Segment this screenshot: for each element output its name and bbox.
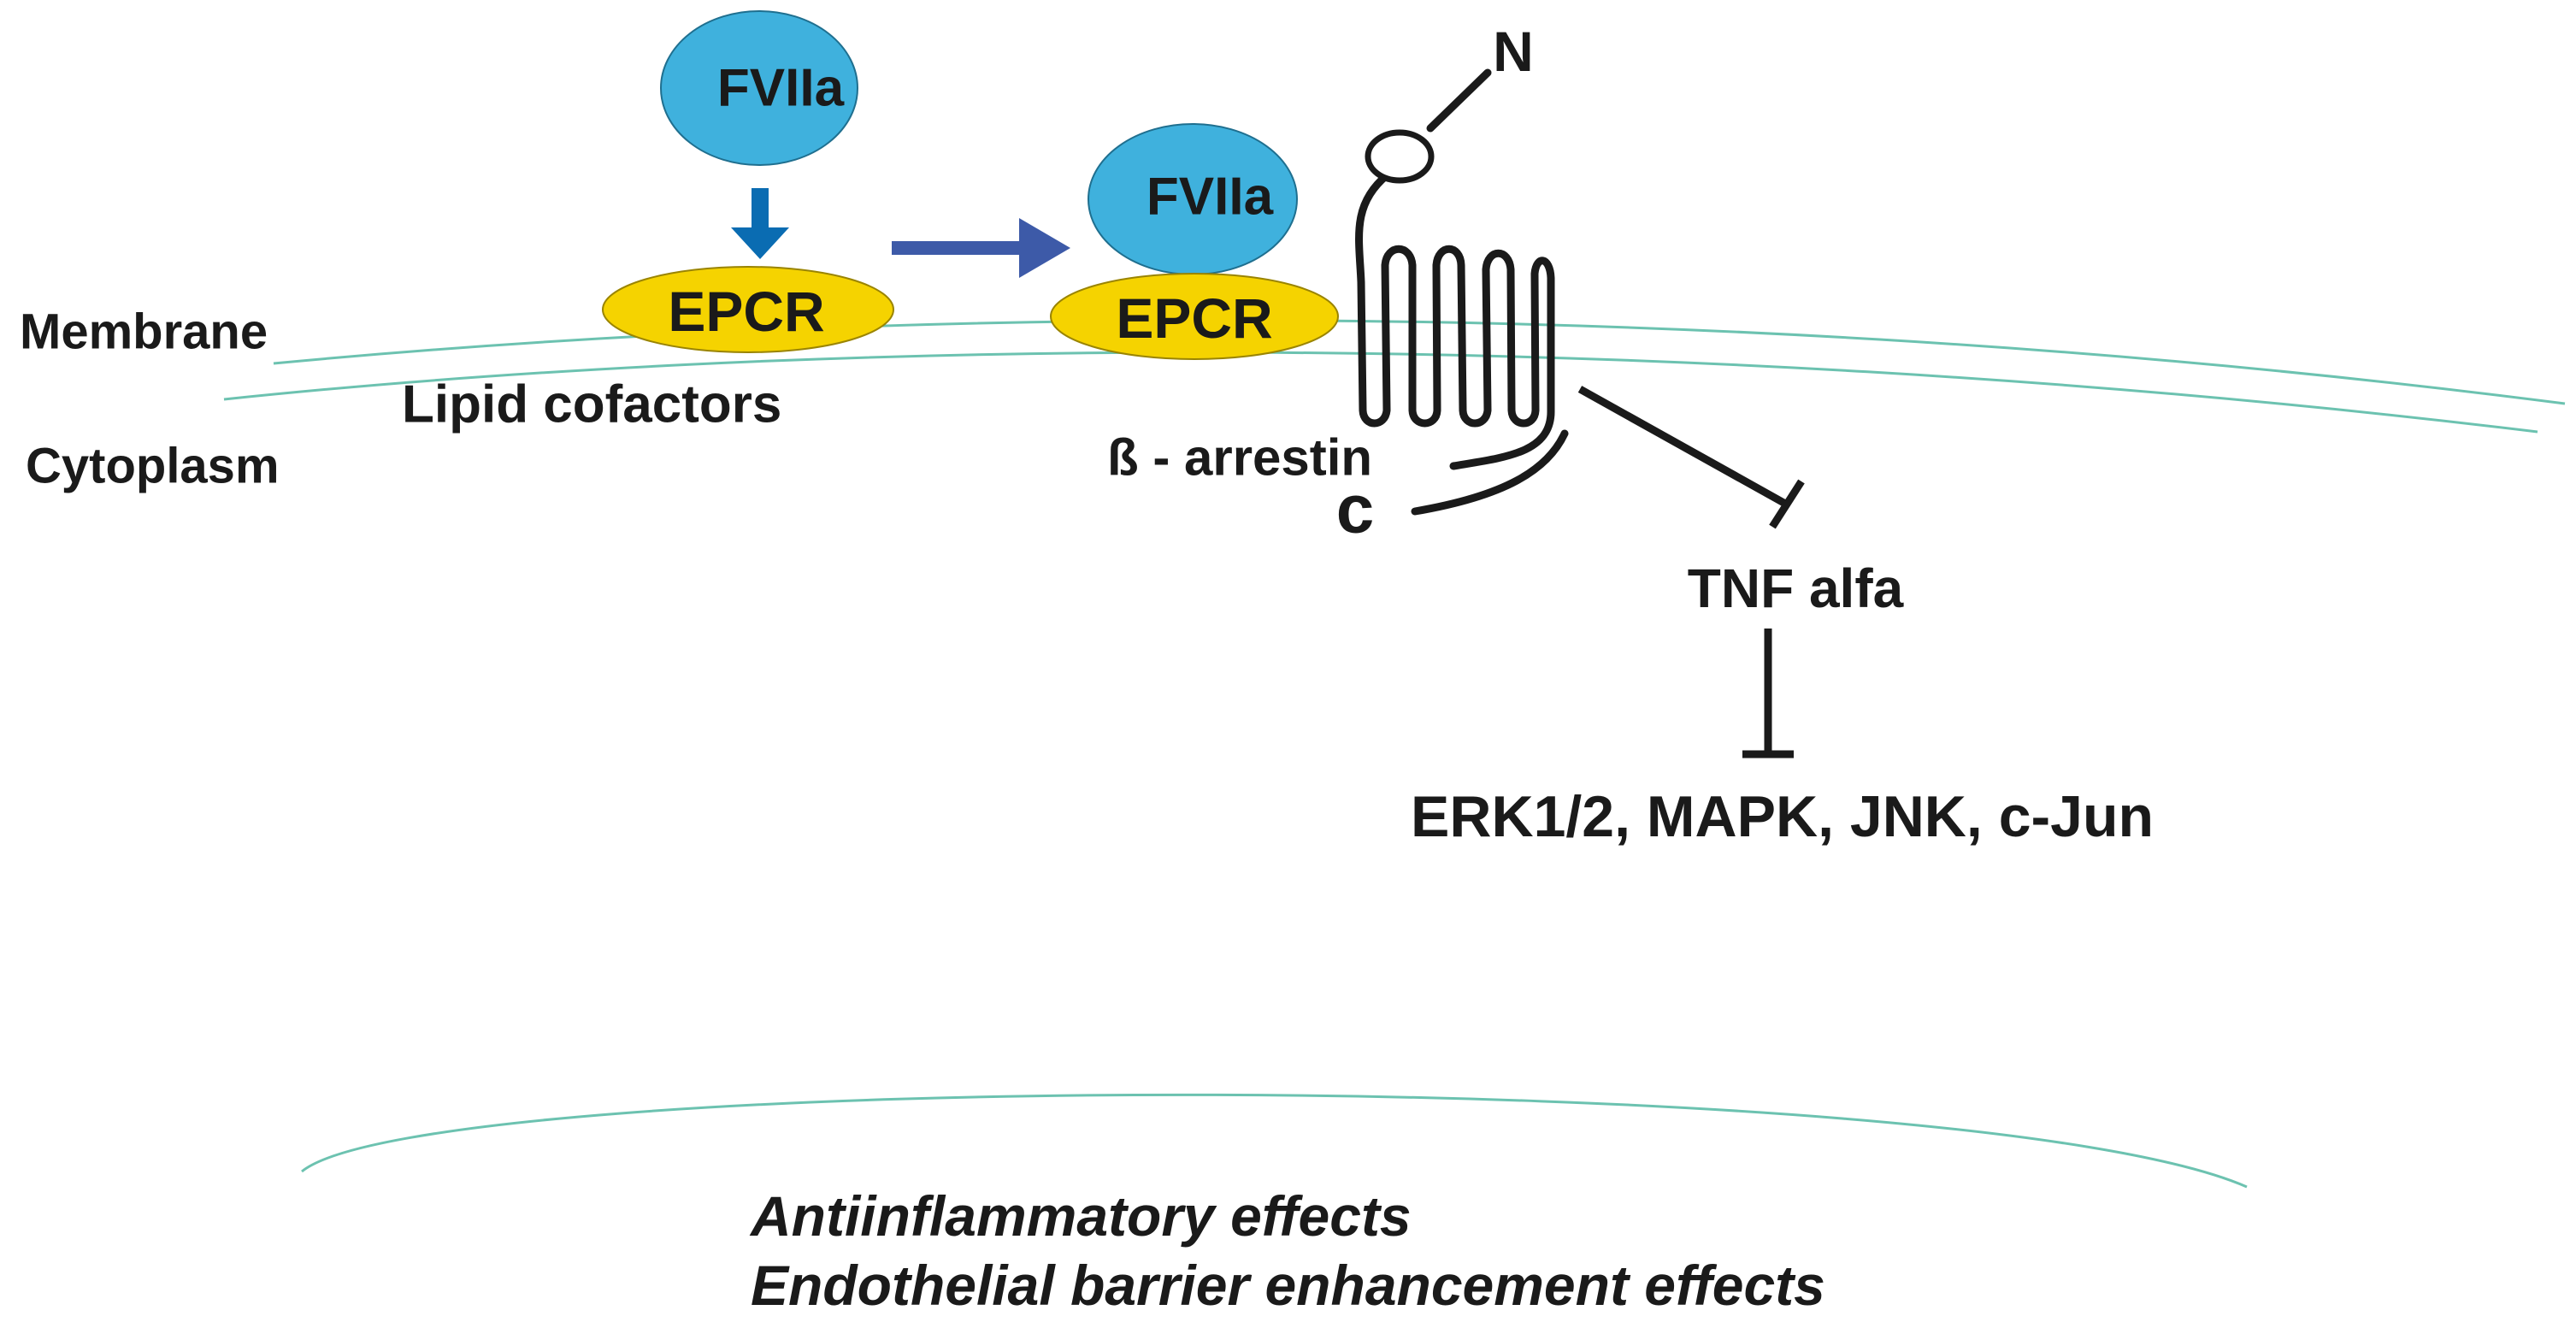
tnf-alfa-label: TNF alfa — [1688, 558, 1904, 619]
receptor-glycosylation-oval — [1365, 129, 1435, 184]
nucleus-boundary-arc — [301, 1093, 2248, 1189]
epcr-bound-molecule — [1050, 273, 1339, 360]
epcr-bound-label: EPCR — [1116, 286, 1272, 350]
par-receptor — [1355, 68, 1569, 516]
receptor-c-tail — [1411, 429, 1569, 516]
fviia-bound-label: FVIIa — [1147, 168, 1274, 227]
lipid-cofactors-label: Lipid cofactors — [402, 375, 781, 434]
fviia-free-molecule — [660, 10, 858, 166]
inhibition-receptor-to-tnf — [1577, 386, 1805, 529]
binding-arrow-down — [731, 188, 789, 259]
n-terminus-label: N — [1493, 20, 1534, 83]
inhibition-tnf-to-kinases — [1742, 629, 1794, 758]
epcr-free-molecule — [602, 266, 894, 353]
effect-antiinflammatory: Antiinflammatory effects — [749, 1184, 1412, 1248]
kinases-label: ERK1/2, MAPK, JNK, c-Jun — [1411, 784, 2154, 849]
c-terminus-label: c — [1336, 471, 1375, 547]
beta-arrestin-label: ß - arrestin — [1107, 429, 1372, 487]
membrane-label: Membrane — [20, 304, 268, 360]
effect-barrier-enhancement: Endothelial barrier enhancement effects — [751, 1254, 1825, 1317]
receptor-transmembrane-path — [1355, 171, 1555, 470]
cytoplasm-label: Cytoplasm — [26, 439, 280, 494]
complex-formation-arrow — [892, 218, 1070, 278]
fviia-free-label: FVIIa — [717, 59, 845, 118]
epcr-free-label: EPCR — [668, 280, 824, 343]
receptor-n-stalk — [1426, 68, 1492, 133]
